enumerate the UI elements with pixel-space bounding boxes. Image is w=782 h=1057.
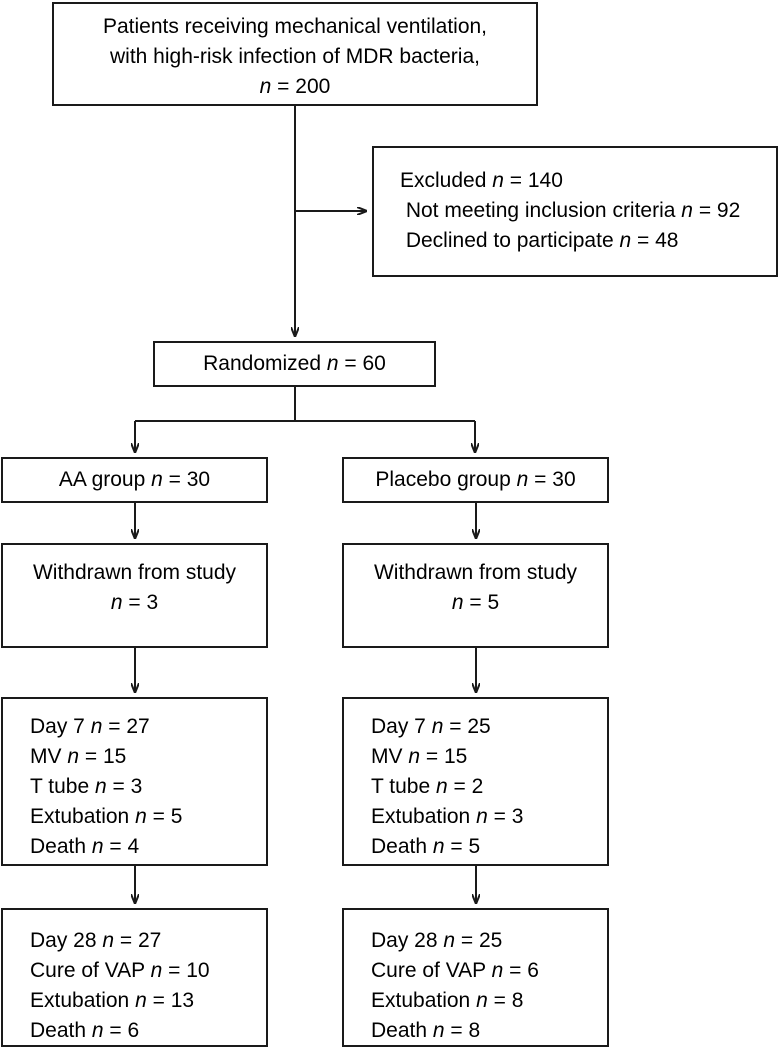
- node-placebo-day7: Day 7 n = 25 MV n = 15 T tube n = 2 Extubat…: [342, 697, 609, 866]
- node-line: Day 28 n = 27: [30, 929, 162, 952]
- node-line: Death n = 8: [371, 1019, 481, 1042]
- node-line: Excluded n = 140: [400, 169, 563, 192]
- node-line: Death n = 4: [30, 835, 140, 858]
- node-aa-day28: Day 28 n = 27 Cure of VAP n = 10 Extubatio…: [1, 908, 268, 1047]
- node-aa-withdrawn: Withdrawn from study n = 3: [1, 543, 268, 648]
- node-line: Day 7 n = 25: [371, 715, 491, 738]
- node-line: T tube n = 3: [30, 775, 143, 798]
- node-line: Declined to participate n = 48: [400, 229, 679, 252]
- node-aa-group: AA group n = 30: [1, 457, 268, 503]
- node-line: MV n = 15: [371, 745, 468, 768]
- node-line: n = 200: [259, 75, 331, 98]
- node-line: AA group n = 30: [58, 468, 211, 491]
- node-excluded: Excluded n = 140 Not meeting inclusion c…: [372, 146, 778, 277]
- node-line: Placebo group n = 30: [375, 468, 576, 491]
- node-line: Withdrawn from study: [373, 561, 578, 584]
- node-enrollment: Patients receiving mechanical ventilatio…: [52, 2, 538, 106]
- node-line: Day 28 n = 25: [371, 929, 503, 952]
- node-line: Death n = 6: [30, 1019, 140, 1042]
- node-line: MV n = 15: [30, 745, 127, 768]
- node-aa-day7: Day 7 n = 27 MV n = 15 T tube n = 3 Extubat…: [1, 697, 268, 866]
- node-line: Extubation n = 13: [30, 989, 195, 1012]
- node-line: Extubation n = 5: [30, 805, 183, 828]
- node-line: Not meeting inclusion criteria n = 92: [400, 199, 741, 222]
- node-line: Randomized n = 60: [203, 352, 386, 375]
- node-line: Day 7 n = 27: [30, 715, 150, 738]
- node-line: n = 3: [110, 591, 159, 614]
- node-line: Cure of VAP n = 10: [30, 959, 210, 982]
- node-randomized: Randomized n = 60: [153, 341, 436, 387]
- node-line: Extubation n = 3: [371, 805, 524, 828]
- node-line: Cure of VAP n = 6: [371, 959, 539, 982]
- node-placebo-day28: Day 28 n = 25 Cure of VAP n = 6 Extubation…: [342, 908, 609, 1047]
- node-line: T tube n = 2: [371, 775, 484, 798]
- node-line: n = 5: [451, 591, 500, 614]
- node-line: Patients receiving mechanical ventilatio…: [102, 15, 488, 38]
- node-line: Extubation n = 8: [371, 989, 524, 1012]
- node-line: with high-risk infection of MDR bacteria…: [110, 45, 480, 68]
- node-placebo-group: Placebo group n = 30: [342, 457, 609, 503]
- node-placebo-withdrawn: Withdrawn from study n = 5: [342, 543, 609, 648]
- node-line: Withdrawn from study: [32, 561, 237, 584]
- node-line: Death n = 5: [371, 835, 481, 858]
